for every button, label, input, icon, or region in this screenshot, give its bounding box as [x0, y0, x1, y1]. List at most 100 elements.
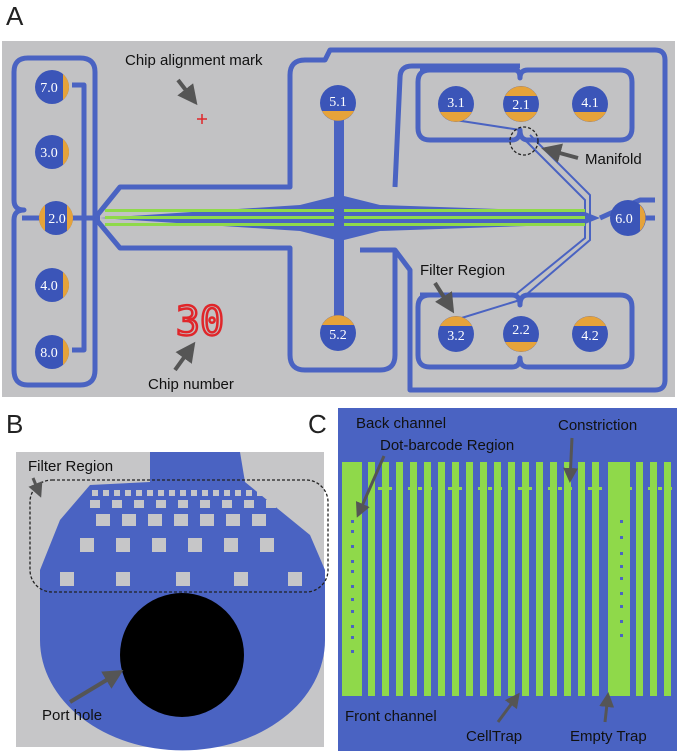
- svg-text:4.0: 4.0: [40, 279, 58, 294]
- trap-stripe-11: [522, 462, 529, 696]
- trap-stripe-3: [410, 462, 417, 696]
- constriction-dash: [588, 487, 592, 490]
- constriction-dash: [638, 487, 642, 490]
- svg-text:2.2: 2.2: [512, 323, 530, 338]
- label-filter-region-a: Filter Region: [420, 262, 505, 279]
- label-empty-trap: Empty Trap: [570, 728, 647, 745]
- svg-text:5.2: 5.2: [329, 328, 347, 343]
- port-3-2: 3.2: [438, 316, 474, 352]
- trap-stripe-5: [438, 462, 445, 696]
- arrow-dot-barcode: [355, 455, 386, 518]
- vertical-channel: [334, 105, 344, 330]
- constriction-dash: [408, 487, 412, 490]
- constriction-dash: [398, 487, 402, 490]
- trap-stripe-6: [452, 462, 459, 696]
- svg-text:4.1: 4.1: [581, 96, 599, 111]
- svg-text:6.0: 6.0: [615, 212, 633, 227]
- constriction-dash: [658, 487, 662, 490]
- filter-region-box: [29, 479, 329, 593]
- trap-stripe-right-2: [664, 462, 671, 696]
- constriction-dash: [508, 487, 512, 490]
- label-celltrap: CellTrap: [466, 728, 522, 745]
- constriction-dash: [648, 487, 652, 490]
- svg-text:5.1: 5.1: [329, 95, 347, 110]
- label-front-channel: Front channel: [345, 708, 437, 725]
- svg-text:7.0: 7.0: [40, 81, 58, 96]
- label-alignment-mark: Chip alignment mark: [125, 52, 263, 69]
- constriction-dash: [418, 487, 422, 490]
- center-line-2: [105, 216, 585, 219]
- arrow-manifold: [541, 143, 579, 163]
- port-4-2: 4.2: [572, 316, 608, 352]
- trap-stripe-14: [564, 462, 571, 696]
- trap-stripe-15: [578, 462, 585, 696]
- constriction-dash: [598, 487, 602, 490]
- svg-text:2.1: 2.1: [512, 98, 530, 113]
- arrow-celltrap: [496, 692, 520, 723]
- trap-wide-right: [608, 462, 630, 696]
- chip-alignment-mark: [197, 114, 207, 124]
- constriction-dash: [358, 487, 362, 490]
- port-3-1: 3.1: [438, 86, 474, 122]
- trap-stripe-1: [382, 462, 389, 696]
- svg-text:3.0: 3.0: [40, 146, 58, 161]
- svg-text:2.0: 2.0: [48, 212, 66, 227]
- trap-stripe-13: [550, 462, 557, 696]
- trap-stripe-12: [536, 462, 543, 696]
- constriction-dash: [428, 487, 432, 490]
- port-6-0: 6.0: [610, 200, 646, 236]
- svg-text:8.0: 8.0: [40, 346, 58, 361]
- label-chip-number: Chip number: [148, 376, 234, 393]
- trap-wide-left: [342, 462, 362, 696]
- arrow-port-hole: [68, 669, 124, 704]
- constriction-dash: [628, 487, 632, 490]
- svg-text:3.2: 3.2: [447, 329, 465, 344]
- panel-c-letter: C: [308, 409, 327, 439]
- barcode-dots: [351, 520, 623, 653]
- center-line-3: [105, 223, 585, 226]
- panel-a-letter: A: [6, 1, 24, 31]
- constriction-dash: [458, 487, 462, 490]
- trap-stripe-0: [368, 462, 375, 696]
- constriction-dash: [538, 487, 542, 490]
- constriction-dash: [518, 487, 522, 490]
- constriction-dash: [468, 487, 472, 490]
- port-2-2: 2.2: [503, 316, 539, 352]
- label-manifold: Manifold: [585, 151, 642, 168]
- center-line-1: [105, 209, 585, 212]
- trap-stripe-right-0: [636, 462, 643, 696]
- label-dot-barcode: Dot-barcode Region: [380, 437, 514, 454]
- arrow-alignment-mark: [176, 78, 198, 106]
- constriction-dash: [478, 487, 482, 490]
- trap-stripe-9: [494, 462, 501, 696]
- trap-stripe-7: [466, 462, 473, 696]
- constriction-dash: [618, 487, 622, 490]
- port-8-0: 8.0: [35, 335, 70, 369]
- label-port-hole: Port hole: [42, 707, 102, 724]
- arrow-constriction: [563, 437, 579, 483]
- port-hole: [120, 593, 244, 717]
- trap-stripe-right-1: [650, 462, 657, 696]
- port-2-0: 2.0: [38, 201, 74, 235]
- constriction-dash: [448, 487, 452, 490]
- constriction-dash: [558, 487, 562, 490]
- arrow-empty-trap: [599, 692, 615, 723]
- trap-stripe-10: [508, 462, 515, 696]
- constriction-dash: [378, 487, 382, 490]
- constriction-dash: [568, 487, 572, 490]
- trap-stripe-16: [592, 462, 599, 696]
- trap-stripe-8: [480, 462, 487, 696]
- constriction-dash: [488, 487, 492, 490]
- manifold-marker: [509, 126, 539, 156]
- svg-text:4.2: 4.2: [581, 329, 599, 344]
- port-4-0: 4.0: [35, 268, 70, 302]
- constriction-dash: [578, 487, 582, 490]
- constriction-dash: [668, 487, 672, 490]
- constriction-dash: [608, 487, 612, 490]
- filter-pillars: [60, 490, 302, 586]
- arrow-filter-region-a: [433, 281, 455, 314]
- svg-text:3.1: 3.1: [447, 96, 465, 111]
- port-2-1: 2.1: [503, 86, 539, 122]
- cell-traps: [342, 462, 672, 696]
- constriction-dash: [528, 487, 532, 490]
